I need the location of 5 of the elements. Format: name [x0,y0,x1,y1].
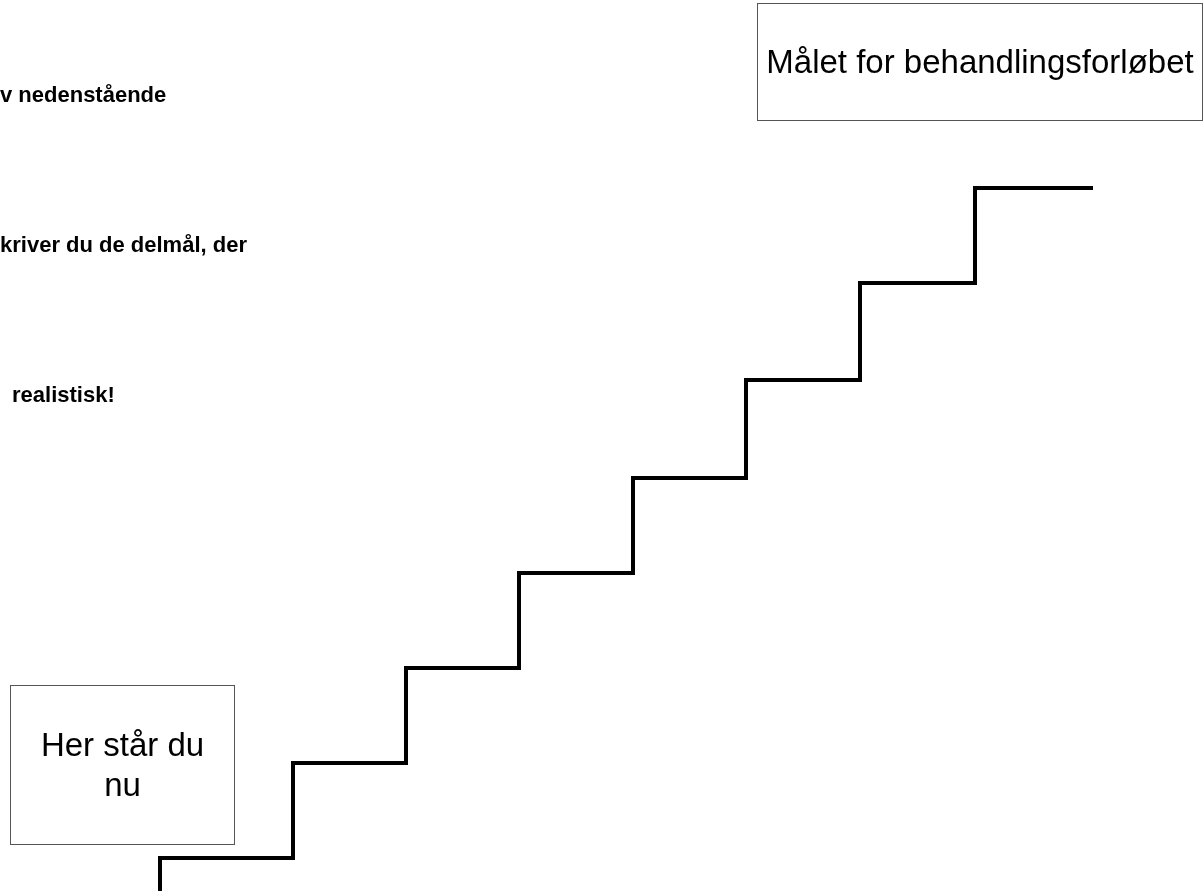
instruction-text: realistisk! [12,382,115,408]
instruction-text: v nedenstående [0,82,167,108]
instruction-text: kriver du de delmål, der [0,232,247,258]
text-box: Her står du nu [10,685,235,845]
text-box: Målet for behandlingsforløbet [757,3,1203,121]
